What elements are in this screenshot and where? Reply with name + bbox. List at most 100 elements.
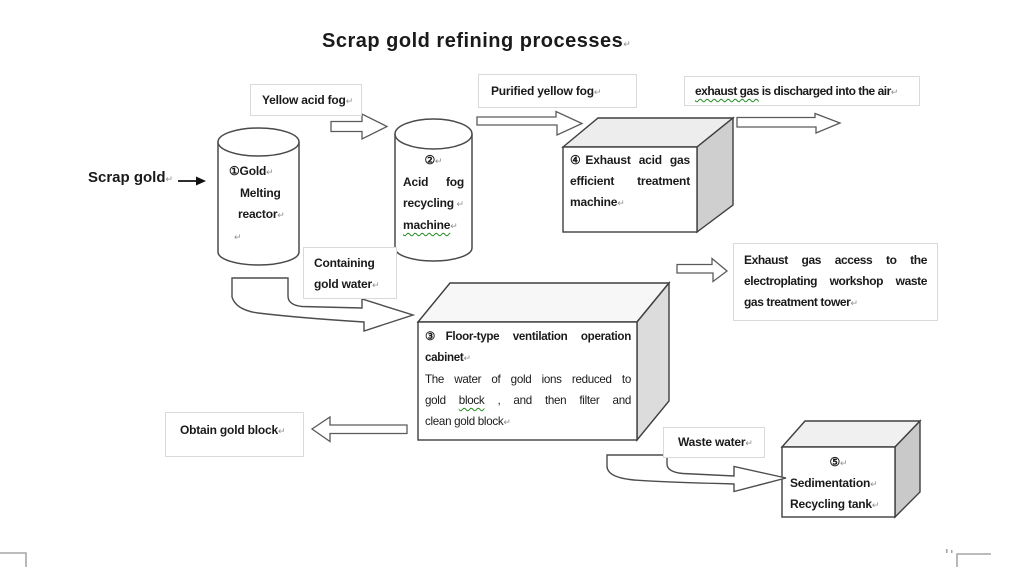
node3-line4c-text: , and then filter and	[484, 394, 631, 407]
return-mark: ↵	[593, 87, 602, 97]
return-mark: ↵	[266, 167, 274, 177]
node3-line2: cabinet↵	[425, 347, 631, 369]
return-mark: ↵	[840, 458, 848, 468]
return-mark: ↵	[165, 174, 174, 184]
arrow-purified-fog-icon	[476, 110, 584, 137]
return-mark: ↵	[890, 87, 899, 97]
arrow-exhaust-air-icon	[736, 112, 842, 134]
node-exhaust-acid-gas-machine-text: ④Exhaust acid gas efficient treatment ma…	[570, 150, 690, 214]
node2-line1a-text: Acid	[403, 175, 429, 189]
label-access-line3: gas treatment tower↵	[744, 292, 927, 314]
label-exhaust-air-squiggle-text: exhaust gas	[695, 84, 759, 98]
node2-line2-text: recycling	[403, 196, 454, 210]
node2-num-text: ②	[424, 153, 435, 167]
node5-num-text: ⑤	[829, 455, 840, 469]
label-exhaust-air-rest-text: is discharged into the air	[758, 84, 892, 98]
node4-line3-text: machine	[570, 195, 618, 209]
label-waste-water: Waste water↵	[663, 427, 765, 458]
node2-line3-text: machine	[403, 218, 451, 232]
node3-line3: The water of gold ions reduced to	[425, 369, 631, 390]
return-mark: ↵	[745, 438, 753, 448]
label-containing-line2: gold water↵	[314, 274, 396, 296]
label-access-line2-text: electroplating workshop waste	[744, 274, 927, 288]
label-waste-water-text: Waste water	[678, 435, 746, 449]
node-gold-melting-reactor-text: ①Gold↵ Melting reactor↵ ↵	[229, 161, 295, 248]
return-mark: ↵	[435, 156, 443, 166]
return-mark: ↵	[870, 479, 878, 489]
node4-line2: efficient treatment	[570, 171, 690, 192]
cylinder-acid-fog-recycling	[394, 118, 473, 262]
node2-line2: recycling↵	[399, 193, 468, 215]
return-mark: ↵	[450, 221, 458, 231]
return-mark: ↵	[345, 96, 354, 106]
return-mark: ↵	[617, 198, 625, 208]
box-ventilation-cabinet	[416, 281, 671, 442]
return-mark: ↵	[234, 232, 242, 242]
node1-line3: reactor↵	[238, 204, 295, 226]
node4-line3: machine↵	[570, 192, 690, 214]
node2-num: ②↵	[399, 150, 468, 172]
node5-line1-text: Sedimentation	[790, 476, 871, 490]
node1-line1-text: ①Gold	[229, 164, 267, 178]
node3-line4: gold block , and then filter and	[425, 390, 631, 411]
node1-line4: ↵	[234, 226, 295, 248]
label-containing-gold-water: Containing gold water↵	[303, 247, 397, 299]
return-mark: ↵	[850, 298, 858, 308]
label-containing-line1: Containing	[314, 253, 396, 274]
label-containing-line2-text: gold water	[314, 277, 373, 291]
arrow-scrap-gold-icon	[178, 176, 206, 186]
node1-line1: ①Gold↵	[229, 161, 295, 183]
node3-line4b-text: block	[458, 394, 485, 407]
label-access-line2: electroplating workshop waste	[744, 271, 927, 292]
node2-line1b-text: fog	[445, 175, 464, 189]
node4-line1-text: ④Exhaust acid gas	[570, 153, 690, 167]
node3-line3-text: The water of gold ions reduced to	[425, 373, 631, 386]
node1-line2: Melting	[240, 183, 295, 204]
label-exhaust-air: exhaust gas is discharged into the air↵	[684, 76, 920, 106]
node3-line1: ③Floor-type ventilation operation	[425, 326, 631, 347]
node2-line1: Acid fog	[399, 172, 468, 193]
arrow-obtain-gold-icon	[310, 415, 408, 443]
return-mark: ↵	[456, 199, 464, 209]
node3-line1-text: ③Floor-type ventilation operation	[425, 330, 631, 343]
label-scrap-gold-text: Scrap gold	[88, 169, 166, 186]
return-mark: ↵	[277, 210, 285, 220]
arrow-yellow-fog-icon	[330, 112, 389, 141]
node5-num: ⑤↵	[782, 452, 895, 473]
node2-line3: machine↵	[399, 215, 468, 237]
label-purified-yellow-fog: Purified yellow fog↵	[478, 74, 637, 108]
label-yellow-acid-fog-text: Yellow acid fog	[262, 93, 346, 107]
node1-line3-text: reactor	[238, 207, 278, 221]
node3-line5: clean gold block↵	[425, 411, 631, 433]
label-purified-yellow-fog-text: Purified yellow fog	[491, 84, 594, 98]
label-exhaust-gas-access: Exhaust gas access to the electroplating…	[733, 243, 938, 321]
return-mark: ↵	[623, 39, 631, 49]
label-containing-line1-text: Containing	[314, 256, 375, 270]
node5-line2-text: Recycling tank	[790, 497, 872, 511]
return-mark: ↵	[463, 353, 472, 363]
box-exhaust-acid-gas-machine	[561, 116, 735, 234]
curved-arrow-waste-water-icon	[606, 454, 787, 493]
arrow-exhaust-access-icon	[676, 257, 729, 283]
node-sedimentation-tank-text: ⑤↵ Sedimentation↵ Recycling tank↵	[782, 452, 895, 515]
node3-line2-text: cabinet	[425, 351, 464, 364]
node5-line1: Sedimentation↵	[782, 473, 895, 494]
label-access-line1: Exhaust gas access to the	[744, 250, 927, 271]
box-sedimentation-tank	[780, 419, 922, 519]
node3-line4a-text: gold	[425, 394, 459, 407]
return-mark: ↵	[372, 280, 380, 290]
label-obtain-gold-block: Obtain gold block↵	[165, 412, 304, 457]
node3-line5-text: clean gold block	[425, 415, 504, 428]
label-obtain-gold-block-text: Obtain gold block	[180, 423, 278, 437]
curved-arrow-containing-gold-water-icon	[231, 277, 416, 332]
page-title: Scrap gold refining processes↵	[322, 30, 631, 53]
label-scrap-gold: Scrap gold↵	[88, 169, 173, 186]
cylinder-gold-melting-reactor	[217, 127, 300, 266]
node5-line2: Recycling tank↵	[782, 494, 895, 515]
node4-line2-text: efficient treatment	[570, 174, 690, 188]
return-mark: ↵	[503, 417, 511, 427]
page-title-text: Scrap gold refining processes	[322, 30, 624, 52]
